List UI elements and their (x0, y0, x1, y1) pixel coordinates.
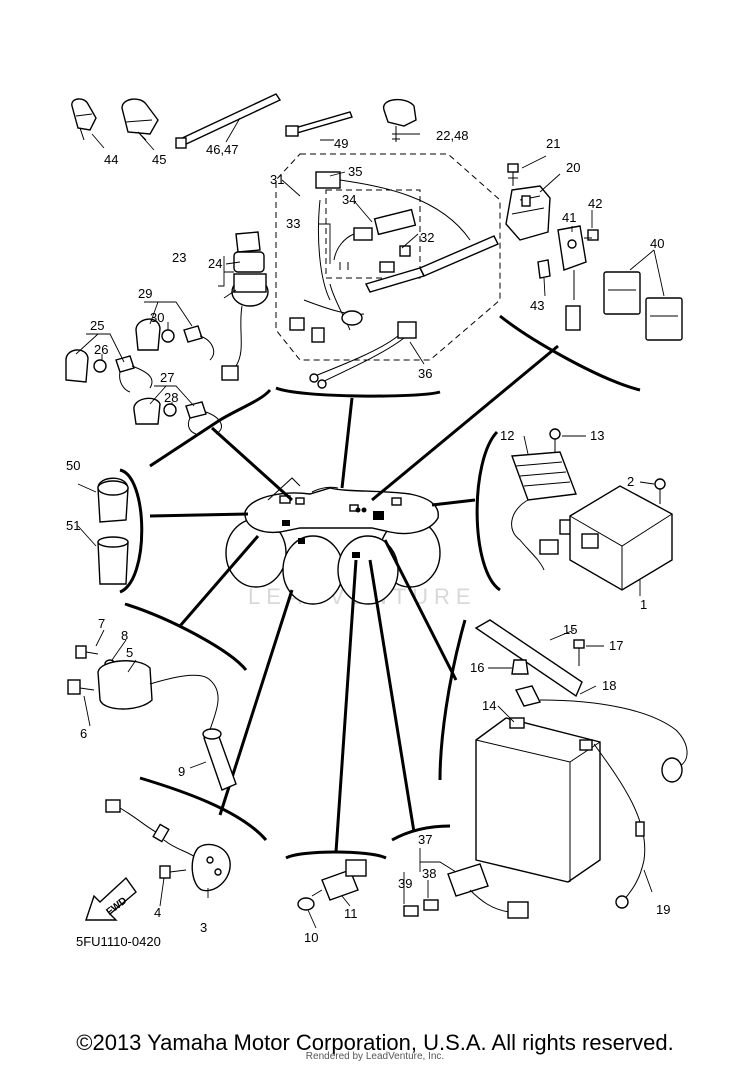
callout-10: 10 (304, 930, 318, 945)
callout-22-48: 22,48 (436, 128, 469, 143)
group-outlines (119, 314, 641, 860)
fwd-arrow-icon: FWD (85, 876, 137, 921)
callout-7: 7 (98, 616, 105, 631)
damper-16-icon (511, 659, 529, 675)
callout-5: 5 (126, 645, 133, 660)
callout-28: 28 (164, 390, 178, 405)
callout-40: 40 (650, 236, 664, 251)
relay-40-icon (603, 271, 683, 341)
atv-silhouette (225, 477, 441, 605)
washer-10-icon (297, 897, 315, 911)
callout-49: 49 (334, 136, 348, 151)
callout-50: 50 (66, 458, 80, 473)
clamp-22-icon (383, 99, 417, 142)
callout-36: 36 (418, 366, 432, 381)
clip-43-icon (537, 259, 551, 279)
callout-37: 37 (418, 832, 432, 847)
cup-51-icon (97, 536, 129, 585)
callout-39: 39 (398, 876, 412, 891)
callout-9: 9 (178, 764, 185, 779)
callout-51: 51 (66, 518, 80, 533)
callout-19: 19 (656, 902, 670, 917)
callout-26: 26 (94, 342, 108, 357)
callout-12: 12 (500, 428, 514, 443)
cable-19-icon (593, 743, 646, 909)
callout-38: 38 (422, 866, 436, 881)
callout-15: 15 (563, 622, 577, 637)
bolt-42-icon (584, 229, 599, 241)
harness-box-31 (275, 153, 501, 361)
main-switch-23-icon (221, 231, 269, 381)
callout-8: 8 (121, 628, 128, 643)
bolt-17-icon (573, 639, 585, 666)
callout-31: 31 (270, 172, 284, 187)
callout-11: 11 (344, 906, 358, 921)
relay-37-icon (447, 863, 529, 919)
cover-27-icon (133, 397, 222, 435)
copyright-notice: ©2013 Yamaha Motor Corporation, U.S.A. A… (76, 1030, 674, 1055)
plug-cap-9-icon (202, 728, 237, 791)
callout-6: 6 (80, 726, 87, 741)
bolt-21-icon (507, 163, 519, 186)
callout-leaders (75, 117, 665, 929)
callout-4: 4 (154, 905, 161, 920)
relay-41-icon (557, 225, 587, 331)
callout-17: 17 (609, 638, 623, 653)
cable-18-icon (514, 685, 688, 783)
diagram-code: 5FU1110-0420 (76, 934, 161, 949)
fuse-38-icon (423, 899, 439, 911)
callout-20: 20 (566, 160, 580, 175)
rectifier-12-icon (511, 451, 579, 571)
clamp-45-icon (121, 98, 159, 141)
callout-16: 16 (470, 660, 484, 675)
callout-33: 33 (286, 216, 300, 231)
callout-32: 32 (420, 230, 434, 245)
bracket-15-icon (474, 619, 583, 698)
callout-42: 42 (588, 196, 602, 211)
cdi-unit-1-icon (569, 485, 673, 591)
pickup-3-icon (105, 799, 231, 892)
callout-45: 45 (152, 152, 166, 167)
bolt-13-icon (549, 428, 561, 452)
callout-13: 13 (590, 428, 604, 443)
switch-11-icon (311, 859, 367, 901)
bolt-2-icon (654, 478, 666, 504)
bolt-6-icon (67, 679, 95, 695)
bolt-7-icon (75, 645, 99, 659)
callout-29: 29 (138, 286, 152, 301)
starter-relay-20-icon (505, 185, 551, 241)
callout-numbers: 1 2 3 4 5 6 7 8 9 10 11 12 13 14 15 16 1… (66, 128, 670, 945)
ignition-coil-5-icon (97, 660, 219, 731)
callout-25: 25 (90, 318, 104, 333)
cap-50-icon (97, 477, 129, 523)
screw-4-icon (159, 865, 187, 879)
callout-2: 2 (627, 474, 634, 489)
callout-1: 1 (640, 597, 647, 612)
callout-23: 23 (172, 250, 186, 265)
cable-tie-49-icon (285, 111, 353, 137)
callout-44: 44 (104, 152, 118, 167)
callout-14: 14 (482, 698, 496, 713)
callout-18: 18 (602, 678, 616, 693)
battery-14-icon (475, 717, 601, 883)
cover-25-icon (65, 349, 153, 393)
callout-43: 43 (530, 298, 544, 313)
callout-21: 21 (546, 136, 560, 151)
callout-46-47: 46,47 (206, 142, 239, 157)
callout-27: 27 (160, 370, 174, 385)
fuse-39-icon (403, 905, 419, 917)
clamp-44-icon (71, 98, 97, 141)
callout-24: 24 (208, 256, 222, 271)
callout-41: 41 (562, 210, 576, 225)
callout-30: 30 (150, 310, 164, 325)
callout-35: 35 (348, 164, 362, 179)
cover-29-icon (135, 318, 215, 361)
rendered-by-note: Rendered by LeadVenture, Inc. (305, 1051, 445, 1062)
wire-36-icon (309, 321, 417, 389)
cable-tie-46-icon (175, 93, 282, 149)
callout-34: 34 (342, 192, 356, 207)
callout-3: 3 (200, 920, 207, 935)
